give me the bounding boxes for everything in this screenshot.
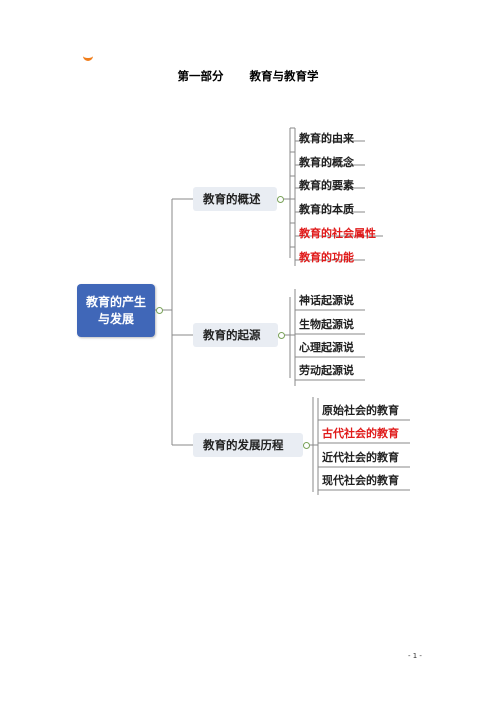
leaf-node[interactable]: 劳动起源说 — [299, 364, 354, 377]
page-title: 第一部分 教育与教育学 — [0, 68, 496, 84]
leaf-node-highlighted[interactable]: 古代社会的教育 — [322, 427, 399, 440]
root-node[interactable]: 教育的产生与发展 — [77, 284, 155, 337]
leaf-node[interactable]: 现代社会的教育 — [322, 474, 399, 487]
leaf-node[interactable]: 教育的要素 — [299, 179, 354, 192]
leaf-node[interactable]: 心理起源说 — [299, 341, 354, 354]
branch-label: 教育的发展历程 — [203, 438, 284, 452]
collapse-knob-root[interactable] — [156, 307, 163, 314]
root-label: 教育的产生与发展 — [85, 294, 146, 326]
collapse-knob-branch-1[interactable] — [277, 196, 284, 203]
leaf-node-highlighted[interactable]: 教育的功能 — [299, 251, 354, 264]
leaf-node[interactable]: 近代社会的教育 — [322, 451, 399, 464]
leaf-node[interactable]: 生物起源说 — [299, 318, 354, 331]
leaf-node[interactable]: 教育的概念 — [299, 156, 354, 169]
orange-accent-mark — [83, 52, 93, 61]
part-label: 第一部分 — [177, 69, 224, 83]
page-number: - 1 - — [408, 652, 422, 660]
collapse-knob-branch-2[interactable] — [278, 332, 285, 339]
branch-origin[interactable]: 教育的起源 — [193, 323, 278, 347]
leaf-node[interactable]: 教育的本质 — [299, 203, 354, 216]
collapse-knob-branch-3[interactable] — [303, 442, 310, 449]
branch-label: 教育的概述 — [203, 192, 261, 206]
leaf-node-highlighted[interactable]: 教育的社会属性 — [299, 227, 376, 240]
leaf-node[interactable]: 教育的由来 — [299, 132, 354, 145]
branch-history[interactable]: 教育的发展历程 — [193, 433, 303, 457]
leaf-node[interactable]: 神话起源说 — [299, 294, 354, 307]
branch-label: 教育的起源 — [203, 328, 261, 342]
leaf-node[interactable]: 原始社会的教育 — [322, 404, 399, 417]
section-title: 教育与教育学 — [249, 69, 319, 83]
branch-overview[interactable]: 教育的概述 — [193, 187, 277, 211]
